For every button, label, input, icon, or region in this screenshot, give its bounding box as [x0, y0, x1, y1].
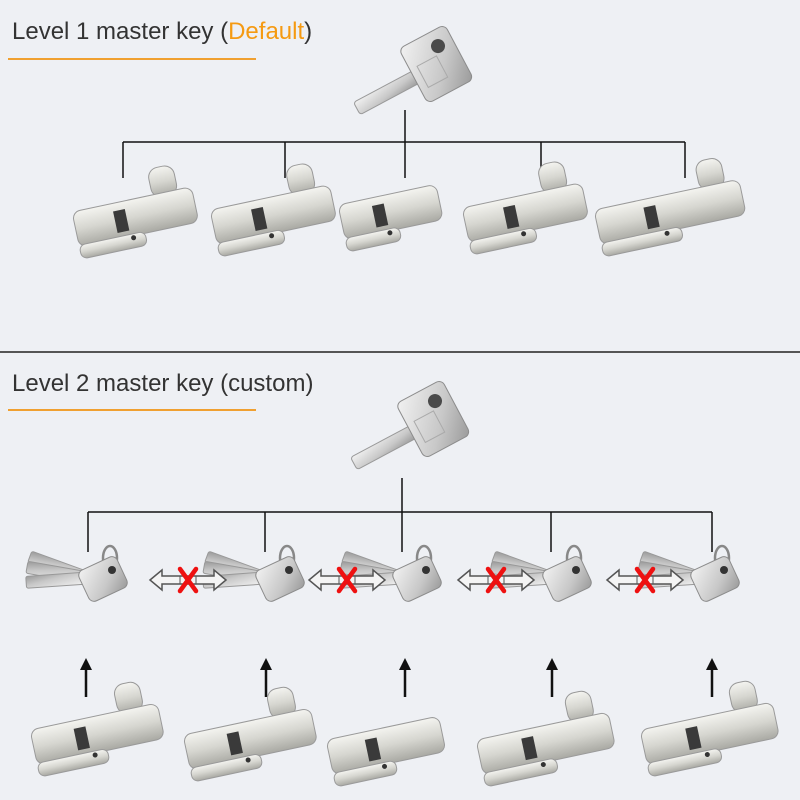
- key-icon: [351, 381, 470, 470]
- key-bunch-icon: [489, 544, 592, 602]
- lock-cylinder-icon: [462, 161, 588, 255]
- section-1-title: Level 1 master key (Default): [12, 18, 312, 46]
- lock-cylinder-icon: [338, 185, 443, 252]
- key-bunch-icon: [637, 544, 740, 602]
- lock-cylinder-icon: [476, 690, 615, 787]
- arrow-up-icon: [80, 658, 92, 697]
- crossed-double-arrow-icon: [456, 566, 536, 594]
- key-bunch-icon: [25, 544, 128, 602]
- arrow-up-icon: [399, 658, 411, 697]
- title-text: Level 1 master key (: [12, 18, 229, 45]
- crossed-double-arrow-icon: [148, 566, 228, 594]
- arrow-up-icon: [546, 658, 558, 697]
- section-divider: [0, 351, 800, 353]
- key-bunch-icon: [339, 544, 442, 602]
- lock-cylinder-icon: [640, 680, 779, 777]
- lock-cylinder-icon: [210, 163, 336, 257]
- section-2-underline: [8, 409, 256, 411]
- section-2-title: Level 2 master key (custom): [12, 370, 314, 397]
- lock-cylinder-icon: [183, 686, 317, 782]
- lock-cylinder-icon: [72, 165, 198, 259]
- section-1-underline: [8, 58, 256, 60]
- arrow-up-icon: [706, 658, 718, 697]
- lock-cylinder-icon: [594, 158, 746, 257]
- lock-cylinder-icon: [326, 717, 445, 787]
- title-text-end: ): [304, 18, 313, 45]
- crossed-double-arrow-icon: [307, 566, 387, 594]
- default-label: Default: [228, 18, 305, 45]
- key-icon: [354, 26, 473, 115]
- lock-cylinder-icon: [30, 681, 164, 777]
- crossed-double-arrow-icon: [605, 566, 685, 594]
- arrow-up-icon: [260, 658, 272, 697]
